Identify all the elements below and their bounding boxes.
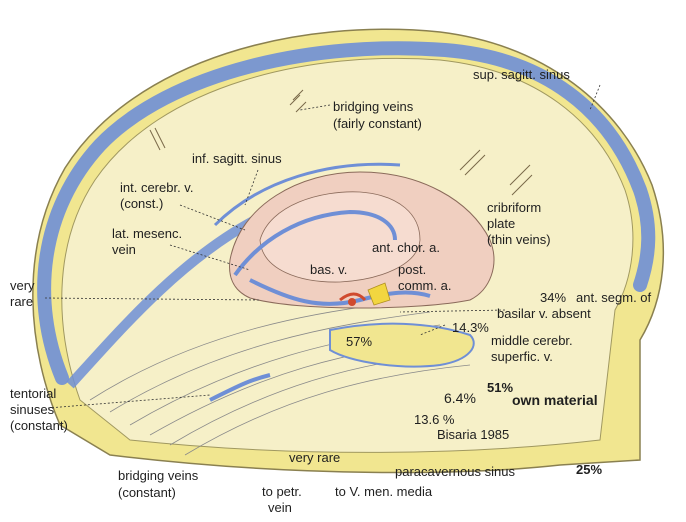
cribriform-label-3: (thin veins) (487, 232, 551, 247)
very-rare-bottom-label: very rare (289, 450, 340, 465)
lat-mesenc-label-1: lat. mesenc. (112, 226, 182, 241)
cribriform-label-1: cribriform (487, 200, 541, 215)
posterior-communicating-artery (348, 298, 356, 306)
cribriform-label-2: plate (487, 216, 515, 231)
paracavernous-label: paracavernous sinus (395, 464, 515, 479)
bridging-veins-fairly-label-2: (fairly constant) (333, 116, 422, 131)
to-petr-label-2: vein (268, 500, 292, 515)
inf-sagitt-sinus-label: inf. sagitt. sinus (192, 151, 282, 166)
own-material-label: own material (512, 393, 598, 408)
to-petr-label-1: to petr. (262, 484, 302, 499)
ant-segm-label-2: basilar v. absent (497, 306, 591, 321)
lat-mesenc-label-2: vein (112, 242, 136, 257)
very-rare-left-label-2: rare (10, 294, 33, 309)
ant-chor-a-label: ant. chor. a. (372, 240, 440, 255)
pct-14-3-label: 14.3% (452, 320, 489, 335)
post-comm-label-2: comm. a. (398, 278, 451, 293)
int-cerebr-v-label-2: (const.) (120, 196, 163, 211)
post-comm-label-1: post. (398, 262, 426, 277)
middle-cerebr-label-1: middle cerebr. (491, 333, 573, 348)
middle-cerebr-label-2: superfic. v. (491, 349, 553, 364)
tentorial-label-2: sinuses (10, 402, 54, 417)
pct-13-6-label: 13.6 % (414, 412, 454, 427)
bridging-veins-fairly-label-1: bridging veins (333, 99, 413, 114)
very-rare-left-label-1: very (10, 278, 35, 293)
pct-51-label: 51% (487, 380, 513, 395)
pct-34-label: 34% (540, 290, 566, 305)
ant-segm-label-1: ant. segm. of (576, 290, 651, 305)
bridging-const-label-2: (constant) (118, 485, 176, 500)
int-cerebr-v-label-1: int. cerebr. v. (120, 180, 193, 195)
bisaria-label: Bisaria 1985 (437, 427, 509, 442)
pct-25-label: 25% (576, 462, 602, 477)
pct-57-label: 57% (346, 334, 372, 349)
tentorial-label-3: (constant) (10, 418, 68, 433)
pct-6-4-label: 6.4% (444, 391, 476, 406)
bridging-const-label-1: bridging veins (118, 468, 198, 483)
to-v-men-label: to V. men. media (335, 484, 432, 499)
sup-sagitt-sinus-label: sup. sagitt. sinus (473, 67, 570, 82)
bas-v-label: bas. v. (310, 262, 347, 277)
tentorial-label-1: tentorial (10, 386, 56, 401)
